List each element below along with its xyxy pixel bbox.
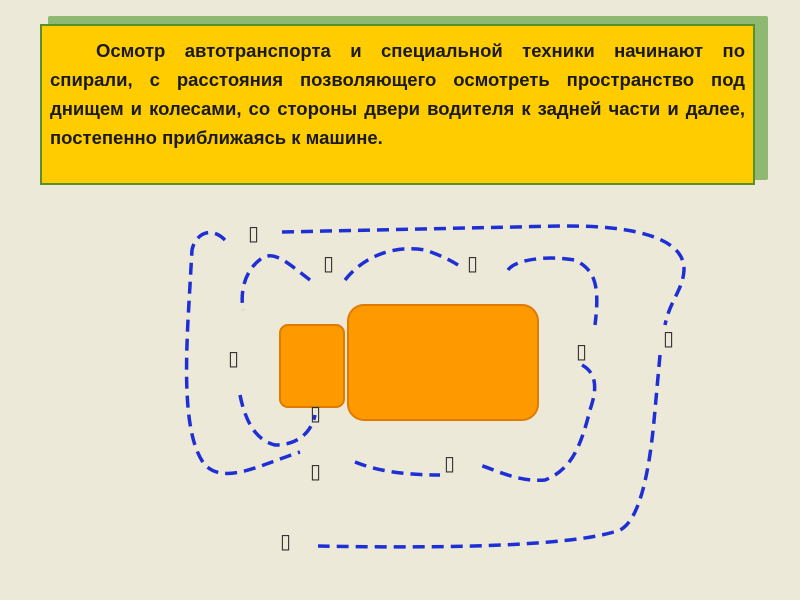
marker-icon-4: ▯ xyxy=(228,346,239,370)
vehicle-cab xyxy=(279,324,345,408)
spiral-top-path xyxy=(281,224,686,326)
marker-icon-10: ▯ xyxy=(280,529,291,553)
instruction-text: Осмотр автотранспорта и специальной техн… xyxy=(50,40,745,148)
spiral-right-outer-path xyxy=(317,354,662,549)
marker-icon-3: ▯ xyxy=(467,251,478,275)
marker-icon-8: ▯ xyxy=(310,459,321,483)
spiral-inner-bottom-path xyxy=(354,460,441,477)
spiral-inner-right-top-path xyxy=(506,256,599,326)
instruction-text-box: Осмотр автотранспорта и специальной техн… xyxy=(40,24,755,185)
marker-icon-2: ▯ xyxy=(323,251,334,275)
spiral-inner-top-path xyxy=(343,247,464,282)
vehicle-body xyxy=(347,304,539,421)
spiral-inner-left-path xyxy=(240,254,312,311)
spiral-inner-right-path xyxy=(479,363,597,482)
marker-icon-9: ▯ xyxy=(444,451,455,475)
spiral-outer-path xyxy=(184,230,301,476)
spiral-inner-left-lower-path xyxy=(238,394,317,447)
marker-icon-5: ▯ xyxy=(576,339,587,363)
marker-icon-1: ▯ xyxy=(248,221,259,245)
marker-icon-6: ▯ xyxy=(663,326,674,350)
marker-icon-7: ▯ xyxy=(310,401,321,425)
